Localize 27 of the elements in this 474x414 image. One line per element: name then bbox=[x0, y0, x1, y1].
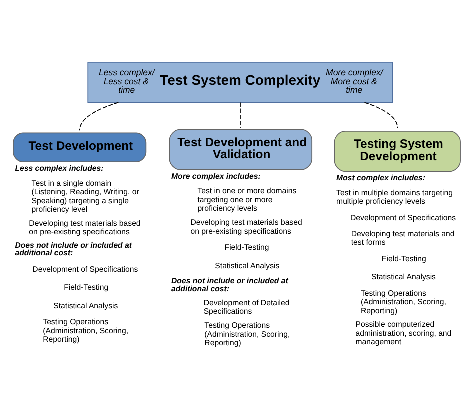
node-label: Most complex includes: bbox=[336, 174, 426, 183]
connector bbox=[79, 102, 120, 132]
node-label: Test in a single domain (Listening, Reading, Writing, or Speaking) targeting a single proficiency level bbox=[32, 178, 140, 214]
node-label: Field-Testing bbox=[224, 242, 270, 252]
node-label: Testing Operations (Administration, Scoring, Reporting) bbox=[43, 318, 129, 344]
node-label: Testing Operations (Administration, Scoring, Reporting) bbox=[360, 288, 446, 316]
node-label: Development of Detailed Specifications bbox=[204, 298, 290, 316]
node-label: Statistical Analysis bbox=[215, 261, 280, 270]
node-label: Statistical Analysis bbox=[54, 301, 118, 310]
node-label: Development of Specifications bbox=[32, 264, 138, 274]
connector bbox=[240, 102, 241, 128]
node-label: Test in one or more domains targeting one or more proficiency levels bbox=[198, 186, 297, 214]
node-label: More complex includes: bbox=[172, 172, 261, 181]
node-label: Possible computerized administration, scoring, and management bbox=[356, 320, 452, 347]
node-label: Less complex includes: bbox=[15, 164, 104, 173]
node-label: Field-Testing bbox=[64, 283, 109, 292]
node-label: Testing Operations (Administration, Scoring, Reporting) bbox=[204, 321, 290, 348]
node-label: Does not include or included at additional cost: bbox=[172, 276, 288, 294]
node-label: Developing test materials and test forms bbox=[351, 229, 455, 248]
node-label: Test in multiple domains targeting multiple proficiency levels bbox=[336, 188, 453, 206]
connector bbox=[364, 102, 398, 128]
node-label: Developing test materials based on pre-existing specifications bbox=[29, 218, 141, 237]
node-label: Does not include or included at additional cost: bbox=[15, 240, 132, 258]
node-label: Development of Specifications bbox=[350, 213, 456, 222]
node-label: Statistical Analysis bbox=[371, 272, 436, 282]
node-label: Field-Testing bbox=[382, 254, 426, 264]
node-label: Developing test materials based on pre-existing specifications bbox=[190, 218, 302, 236]
